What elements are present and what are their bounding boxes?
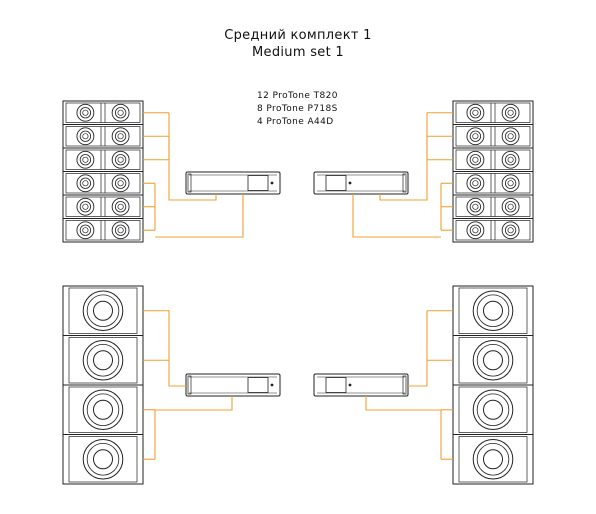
amplifier: [185, 373, 281, 397]
satellite-speaker: [62, 100, 144, 125]
subwoofer-speaker: [452, 285, 534, 336]
cable-line: [379, 136, 428, 201]
satellite-speaker: [452, 218, 534, 243]
woofer-icon: [82, 339, 124, 381]
driver-icon: [76, 127, 95, 146]
woofer-icon: [82, 438, 124, 480]
amplifier: [313, 171, 409, 195]
cable-line: [408, 360, 428, 387]
cable-line: [168, 360, 186, 387]
subwoofer-speaker: [62, 434, 144, 485]
driver-icon: [111, 127, 130, 146]
cable-line: [155, 194, 244, 238]
amplifier: [185, 171, 281, 195]
satellite-speaker: [62, 194, 144, 219]
driver-icon: [501, 150, 520, 169]
cable-line: [365, 396, 441, 411]
driver-icon: [501, 127, 520, 146]
satellite-speaker: [452, 124, 534, 149]
driver-icon: [111, 221, 130, 240]
woofer-icon: [472, 339, 514, 381]
woofer-icon: [472, 438, 514, 480]
woofer-icon: [472, 290, 514, 332]
driver-icon: [111, 103, 130, 122]
driver-icon: [111, 150, 130, 169]
driver-icon: [466, 127, 485, 146]
satellite-speaker: [452, 100, 534, 125]
driver-icon: [111, 197, 130, 216]
subwoofer-speaker: [452, 434, 534, 485]
subwoofer-speaker: [62, 285, 144, 336]
driver-icon: [466, 103, 485, 122]
driver-icon: [466, 150, 485, 169]
subwoofer-speaker: [452, 335, 534, 386]
driver-icon: [76, 197, 95, 216]
diagram-title-ru: Средний комплект 1: [224, 28, 372, 43]
driver-icon: [466, 197, 485, 216]
satellite-speaker: [62, 218, 144, 243]
driver-icon: [76, 103, 95, 122]
subwoofer-speaker: [62, 335, 144, 386]
driver-icon: [76, 174, 95, 193]
driver-icon: [501, 221, 520, 240]
legend-item-subwoofers: 8 ProTone P718S: [257, 104, 338, 114]
driver-icon: [501, 174, 520, 193]
driver-icon: [76, 221, 95, 240]
woofer-icon: [82, 389, 124, 431]
driver-icon: [76, 150, 95, 169]
driver-icon: [501, 103, 520, 122]
cable-line: [168, 136, 217, 201]
cable-line: [155, 396, 233, 411]
subwoofer-speaker: [62, 384, 144, 435]
driver-icon: [111, 174, 130, 193]
woofer-icon: [472, 389, 514, 431]
satellite-speaker: [62, 124, 144, 149]
subwoofer-speaker: [452, 384, 534, 435]
cable-line: [352, 194, 441, 238]
driver-icon: [466, 221, 485, 240]
satellite-speaker: [452, 171, 534, 196]
legend-item-amplifiers: 4 ProTone A44D: [257, 117, 334, 127]
legend-item-satellites: 12 ProTone T820: [257, 91, 338, 101]
satellite-speaker: [62, 171, 144, 196]
woofer-icon: [82, 290, 124, 332]
amplifier: [313, 373, 409, 397]
driver-icon: [501, 197, 520, 216]
driver-icon: [466, 174, 485, 193]
satellite-speaker: [452, 147, 534, 172]
diagram-title-en: Medium set 1: [252, 45, 344, 60]
satellite-speaker: [452, 194, 534, 219]
satellite-speaker: [62, 147, 144, 172]
